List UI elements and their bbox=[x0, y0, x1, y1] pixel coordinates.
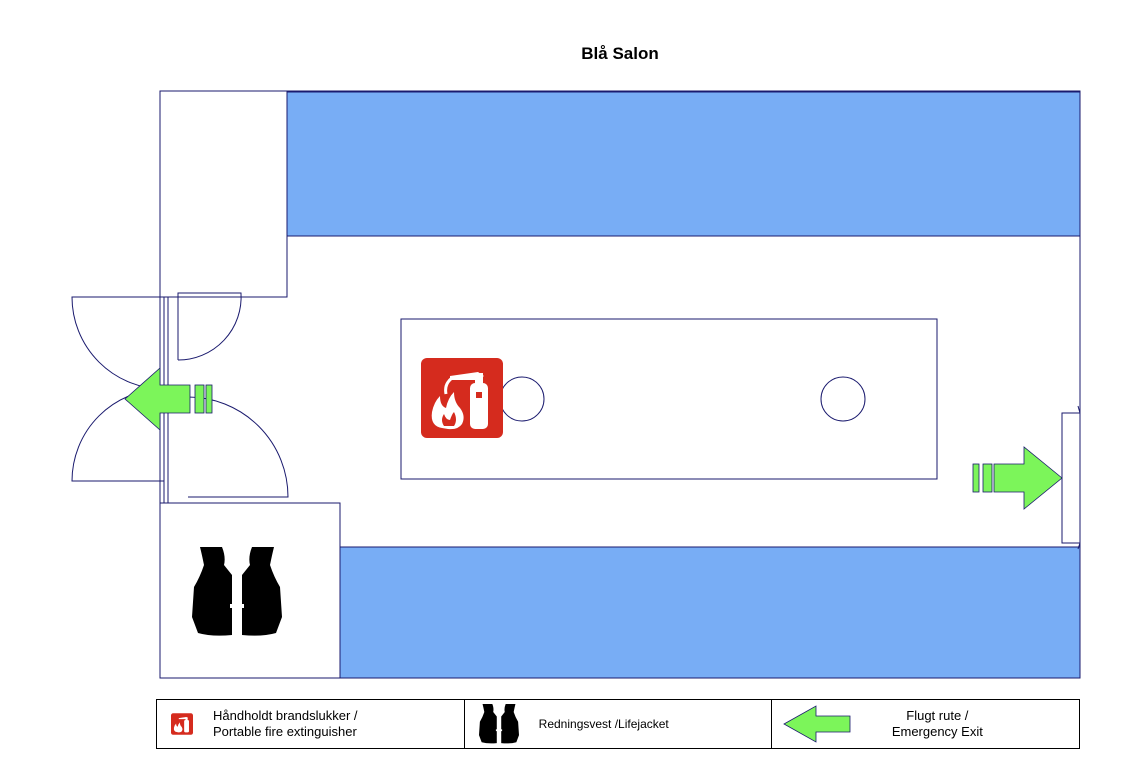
right-door-stub-bottom bbox=[1077, 542, 1081, 550]
legend-exit-label: Flugt rute / Emergency Exit bbox=[891, 708, 983, 739]
alcove-wall bbox=[160, 90, 288, 298]
right-door bbox=[1061, 412, 1080, 544]
seating-top bbox=[286, 91, 1081, 237]
fire-extinguisher-icon bbox=[421, 358, 503, 438]
legend-extinguisher-label: Håndholdt brandslukker / Portable fire e… bbox=[213, 708, 358, 739]
legend-extinguisher: Håndholdt brandslukker / Portable fire e… bbox=[157, 700, 465, 748]
legend: Håndholdt brandslukker / Portable fire e… bbox=[156, 699, 1080, 749]
lifejacket-icon bbox=[192, 547, 282, 636]
exit-arrow-right-icon bbox=[972, 446, 1063, 510]
exit-arrow-icon bbox=[783, 705, 851, 743]
stool-right bbox=[820, 376, 866, 422]
legend-lifejacket: Redningsvest /Lifejacket bbox=[465, 700, 773, 748]
exit-arrow-left-icon bbox=[124, 367, 213, 431]
seating-bottom bbox=[339, 546, 1081, 679]
floor-plan bbox=[71, 90, 1081, 679]
fire-extinguisher-icon bbox=[171, 713, 193, 735]
legend-exit: Flugt rute / Emergency Exit bbox=[772, 700, 1079, 748]
door-swing-upper-outer bbox=[71, 296, 165, 390]
legend-lifejacket-label: Redningsvest /Lifejacket bbox=[538, 717, 669, 731]
plan-title: Blå Salon bbox=[581, 44, 659, 63]
lifejacket-icon bbox=[478, 704, 519, 744]
right-door-stub-top bbox=[1077, 405, 1081, 414]
door-swing-upper-inner bbox=[177, 292, 242, 361]
